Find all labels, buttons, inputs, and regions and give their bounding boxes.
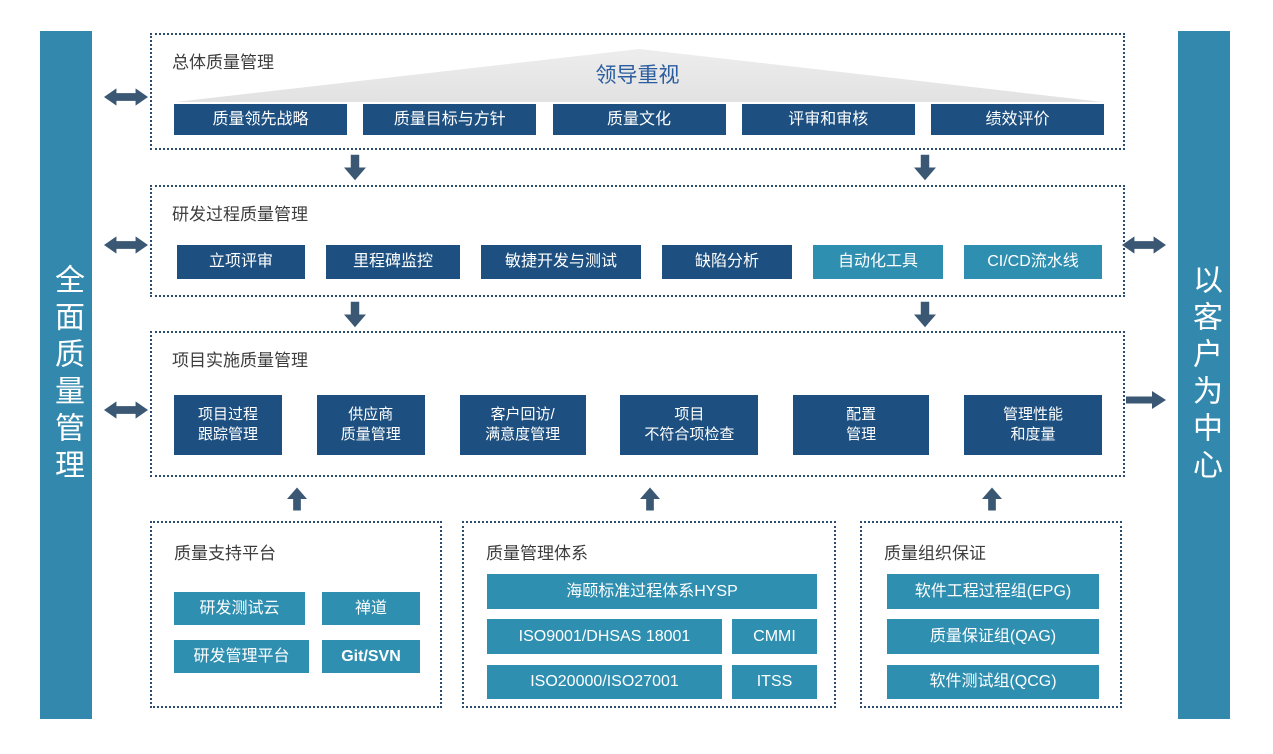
down-arrow-icon xyxy=(344,300,366,329)
down-arrow-icon xyxy=(914,300,936,329)
rd-items-row: 立项评审 里程碑监控 敏捷开发与测试 缺陷分析 自动化工具 CI/CD流水线 xyxy=(177,245,1102,279)
overall-quality-section: 总体质量管理 领导重视 质量领先战略 质量目标与方针 质量文化 评审和审核 绩效… xyxy=(150,33,1125,150)
left-bar-label: 全面质量管理 xyxy=(50,264,83,486)
down-arrow-icon xyxy=(344,153,366,182)
block-iso20000-iso27001: ISO20000/ISO27001 xyxy=(487,665,722,699)
block-milestone-monitoring: 里程碑监控 xyxy=(326,245,460,279)
rd-section-title: 研发过程质量管理 xyxy=(172,205,308,224)
block-quality-leading-strategy: 质量领先战略 xyxy=(174,104,347,135)
block-customer-return-visit: 客户回访/ 满意度管理 xyxy=(459,395,586,455)
block-review-audit: 评审和审核 xyxy=(741,104,915,135)
block-performance-evaluation: 绩效评价 xyxy=(931,104,1104,135)
block-project-approval-review: 立项评审 xyxy=(177,245,305,279)
leadership-triangle-label: 领导重视 xyxy=(595,64,680,87)
block-cmmi: CMMI xyxy=(732,619,817,654)
block-qag-group: 质量保证组(QAG) xyxy=(887,619,1099,654)
block-itss: ITSS xyxy=(732,665,817,699)
block-quality-goals-policy: 质量目标与方针 xyxy=(363,104,537,135)
block-cicd-pipeline: CI/CD流水线 xyxy=(964,245,1102,279)
block-rd-test-cloud: 研发测试云 xyxy=(174,592,305,625)
block-nonconformity-check: 项目 不符合项检查 xyxy=(620,395,759,455)
impl-section-title: 项目实施质量管理 xyxy=(172,351,308,370)
block-epg-group: 软件工程过程组(EPG) xyxy=(887,574,1099,609)
down-arrow-icon xyxy=(914,153,936,182)
right-bar-label: 以客户为中心 xyxy=(1188,264,1221,486)
system-section-title: 质量管理体系 xyxy=(486,544,588,563)
quality-support-platform-section: 质量支持平台 研发测试云 禅道 研发管理平台 Git/SVN xyxy=(150,521,442,708)
project-impl-quality-section: 项目实施质量管理 项目过程 跟踪管理 供应商 质量管理 客户回访/ 满意度管理 … xyxy=(150,331,1125,477)
block-configuration-management: 配置 管理 xyxy=(793,395,930,455)
block-qcg-group: 软件测试组(QCG) xyxy=(887,665,1099,699)
block-supplier-quality: 供应商 质量管理 xyxy=(316,395,425,455)
up-arrow-icon xyxy=(287,483,307,515)
block-project-process-tracking: 项目过程 跟踪管理 xyxy=(174,395,282,455)
up-arrow-icon xyxy=(640,483,660,515)
org-section-title: 质量组织保证 xyxy=(884,544,986,563)
block-zentao: 禅道 xyxy=(322,592,420,625)
left-right-arrow-icon xyxy=(1122,234,1166,256)
block-iso9001-dhsas18001: ISO9001/DHSAS 18001 xyxy=(487,619,722,654)
left-right-arrow-icon xyxy=(104,234,148,256)
block-git-svn: Git/SVN xyxy=(322,640,420,673)
block-agile-dev-test: 敏捷开发与测试 xyxy=(481,245,641,279)
up-arrow-icon xyxy=(982,483,1002,515)
impl-items-row: 项目过程 跟踪管理 供应商 质量管理 客户回访/ 满意度管理 项目 不符合项检查… xyxy=(174,395,1102,455)
block-performance-measurement: 管理性能 和度量 xyxy=(963,395,1102,455)
block-automation-tools: 自动化工具 xyxy=(813,245,943,279)
block-quality-culture: 质量文化 xyxy=(552,104,726,135)
support-section-title: 质量支持平台 xyxy=(174,544,276,563)
left-right-arrow-icon xyxy=(104,86,148,108)
block-hysp-standard-process: 海颐标准过程体系HYSP xyxy=(487,574,817,609)
right-arrow-icon xyxy=(1126,389,1166,411)
block-defect-analysis: 缺陷分析 xyxy=(662,245,792,279)
left-right-arrow-icon xyxy=(104,399,148,421)
total-quality-management-bar: 全面质量管理 xyxy=(40,31,92,719)
overall-section-title: 总体质量管理 xyxy=(172,53,274,72)
quality-org-assurance-section: 质量组织保证 软件工程过程组(EPG) 质量保证组(QAG) 软件测试组(QCG… xyxy=(860,521,1122,708)
rd-process-quality-section: 研发过程质量管理 立项评审 里程碑监控 敏捷开发与测试 缺陷分析 自动化工具 C… xyxy=(150,185,1125,297)
overall-items-row: 质量领先战略 质量目标与方针 质量文化 评审和审核 绩效评价 xyxy=(174,104,1104,135)
quality-management-system-section: 质量管理体系 海颐标准过程体系HYSP ISO9001/DHSAS 18001 … xyxy=(462,521,836,708)
block-rd-management-platform: 研发管理平台 xyxy=(174,640,309,673)
customer-centric-bar: 以客户为中心 xyxy=(1178,31,1230,719)
